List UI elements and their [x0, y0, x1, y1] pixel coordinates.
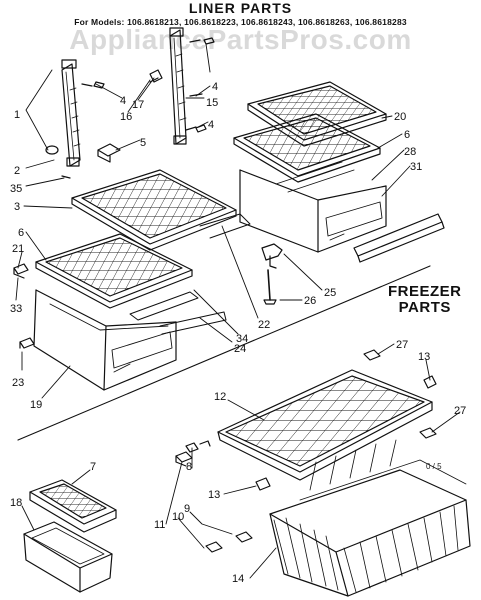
ice-cube-tray — [29, 479, 117, 533]
callout-4: 4 — [208, 119, 214, 131]
shelf-frame-middle-left — [35, 233, 199, 321]
models-line: For Models: 106.8618213, 106.8618223, 10… — [74, 17, 407, 27]
page-note: 0 / 5 — [426, 462, 442, 471]
rail-brackets — [45, 37, 215, 179]
callout-4: 4 — [212, 81, 218, 93]
callout-18: 18 — [10, 497, 22, 509]
callout-6: 6 — [18, 227, 24, 239]
callout-35: 35 — [10, 183, 22, 195]
callout-6: 6 — [404, 129, 410, 141]
callout-23: 23 — [12, 377, 24, 389]
callout-33: 33 — [10, 303, 22, 315]
callout-10: 10 — [172, 511, 184, 523]
ice-storage-bin — [23, 521, 113, 593]
callout-20: 20 — [394, 111, 406, 123]
drawer-clips-left — [13, 263, 35, 349]
shelf-rail-left — [61, 59, 81, 167]
freezer-parts-heading: FREEZER PARTS — [388, 284, 462, 316]
freezer-basket — [269, 439, 471, 597]
callout-9: 9 — [184, 503, 190, 515]
callout-12: 12 — [214, 391, 226, 403]
callout-27: 27 — [396, 339, 408, 351]
callout-5: 5 — [140, 137, 146, 149]
shelf-rail-right — [169, 27, 187, 145]
callout-31: 31 — [410, 161, 422, 173]
callout-15: 15 — [206, 97, 218, 109]
freezer-heading-line1: FREEZER — [388, 283, 462, 300]
callout-3: 3 — [14, 201, 20, 213]
callout-27: 27 — [454, 405, 466, 417]
callout-26: 26 — [304, 295, 316, 307]
drawer-hardware-25-26 — [261, 243, 283, 305]
callout-1: 1 — [14, 109, 20, 121]
callout-16: 16 — [120, 111, 132, 123]
diagram-title: LINER PARTS — [188, 0, 293, 16]
callout-2: 2 — [14, 165, 20, 177]
callout-19: 19 — [30, 399, 42, 411]
freezer-wire-shelf — [217, 369, 433, 481]
callout-17: 17 — [132, 99, 144, 111]
shelf-frame-right — [233, 113, 381, 193]
callout-13: 13 — [208, 489, 220, 501]
leader-lines — [15, 43, 461, 579]
callout-34: 34 — [236, 333, 248, 345]
callout-14: 14 — [232, 573, 244, 585]
glass-shelf-upper-left — [71, 169, 251, 251]
drawer-trim-31 — [353, 213, 445, 263]
callout-numbers: 1 2 35 3 6 21 33 23 19 4 16 17 5 4 15 4 … — [10, 81, 466, 585]
basket-hardware — [175, 440, 253, 553]
callout-8: 8 — [186, 461, 192, 473]
callout-24: 24 — [234, 343, 246, 355]
callout-25: 25 — [324, 287, 336, 299]
callout-28: 28 — [404, 146, 416, 158]
callout-7: 7 — [90, 461, 96, 473]
callout-4: 4 — [120, 95, 126, 107]
freezer-shelf-clips — [255, 349, 437, 491]
freezer-heading-line2: PARTS — [398, 299, 451, 316]
callout-11: 11 — [154, 519, 165, 531]
crisper-drawer-right — [239, 169, 387, 253]
callout-13: 13 — [418, 351, 430, 363]
crisper-drawer-left — [33, 289, 227, 391]
callout-22: 22 — [258, 319, 270, 331]
watermark: AppliancePartsPros.com — [69, 24, 412, 55]
freezer-divider-line — [17, 265, 431, 441]
callout-21: 21 — [12, 243, 24, 255]
